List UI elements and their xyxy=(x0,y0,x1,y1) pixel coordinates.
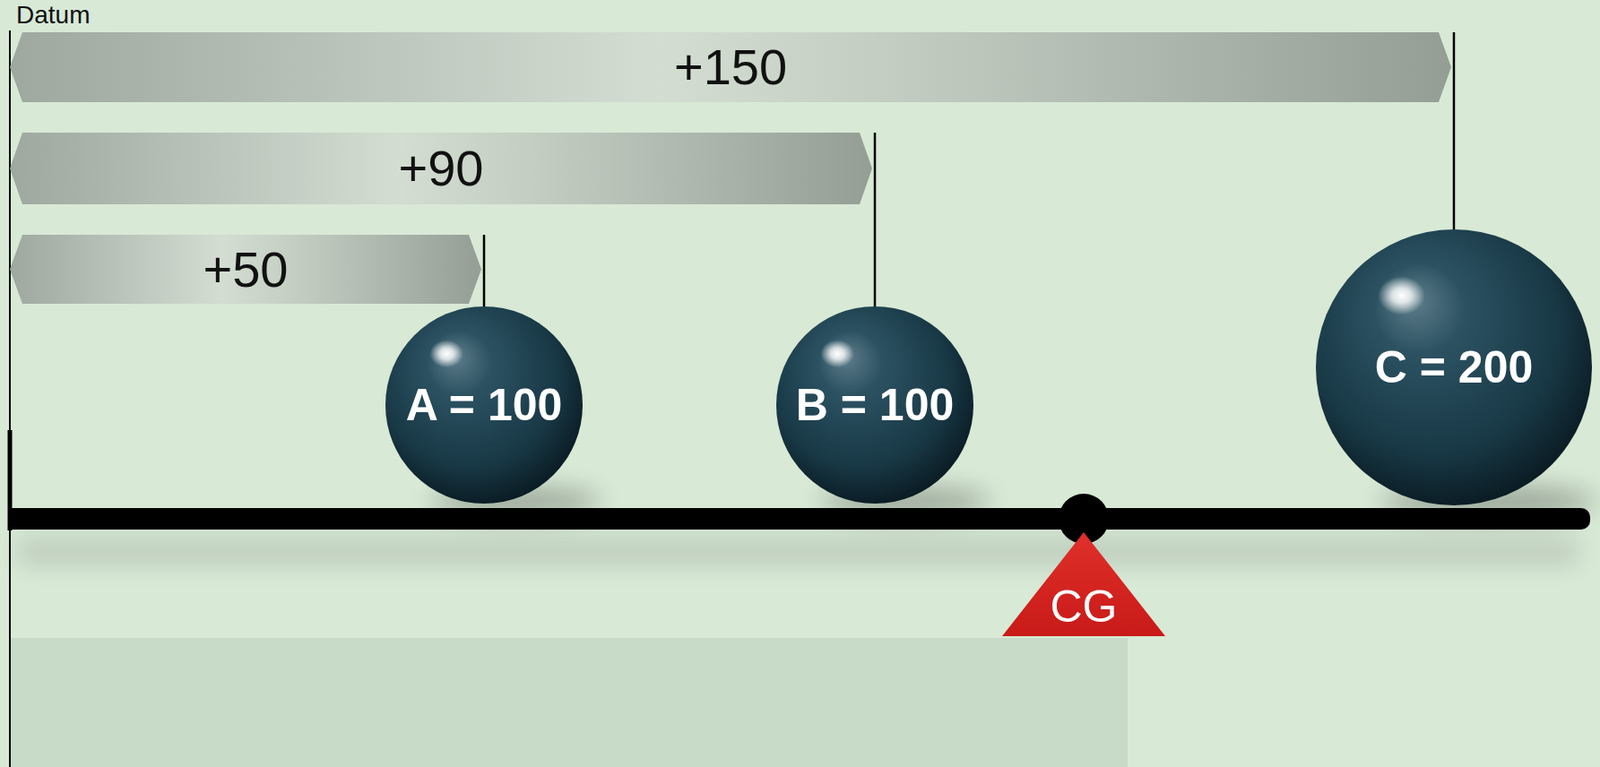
beam xyxy=(9,508,46,530)
arm-arrow-shape xyxy=(9,32,1452,103)
cg-label: CG xyxy=(1050,584,1118,630)
arm-stem xyxy=(1452,32,1456,230)
beam xyxy=(9,508,1591,530)
ball-highlight xyxy=(430,339,464,368)
weight-ball: A = 100 xyxy=(385,306,583,504)
weight-value: A = 100 xyxy=(406,382,563,428)
weight-ball: B = 100 xyxy=(776,306,974,504)
datum-label: Datum xyxy=(16,1,90,30)
weight-ball-shape xyxy=(385,306,583,504)
arm-arrow: +90 xyxy=(9,132,873,205)
weight-value: C = 200 xyxy=(1375,345,1534,390)
ground-panel xyxy=(9,638,1128,767)
arm-arrow-shape xyxy=(9,234,482,304)
ball-highlight xyxy=(1377,276,1425,315)
weight-value: B = 100 xyxy=(795,382,955,428)
cg-triangle xyxy=(1002,532,1166,637)
beam-shadow xyxy=(17,537,1578,565)
cg-fulcrum: CG xyxy=(1002,532,1166,637)
weight-ball-shape xyxy=(776,306,974,504)
ball-highlight xyxy=(821,339,855,368)
arm-stem xyxy=(483,234,486,307)
arm-arrow-shape xyxy=(9,132,873,205)
arm-value: +50 xyxy=(203,244,289,295)
arm-arrow: +50 xyxy=(9,234,482,304)
datum-line xyxy=(8,30,11,767)
arm-arrow: +150 xyxy=(9,32,1452,103)
weight-ball-shape xyxy=(1315,229,1592,506)
arm-value: +90 xyxy=(398,143,485,194)
arm-stem xyxy=(873,132,877,307)
arm-value: +150 xyxy=(674,42,788,93)
weight-ball: C = 200 xyxy=(1315,229,1592,506)
